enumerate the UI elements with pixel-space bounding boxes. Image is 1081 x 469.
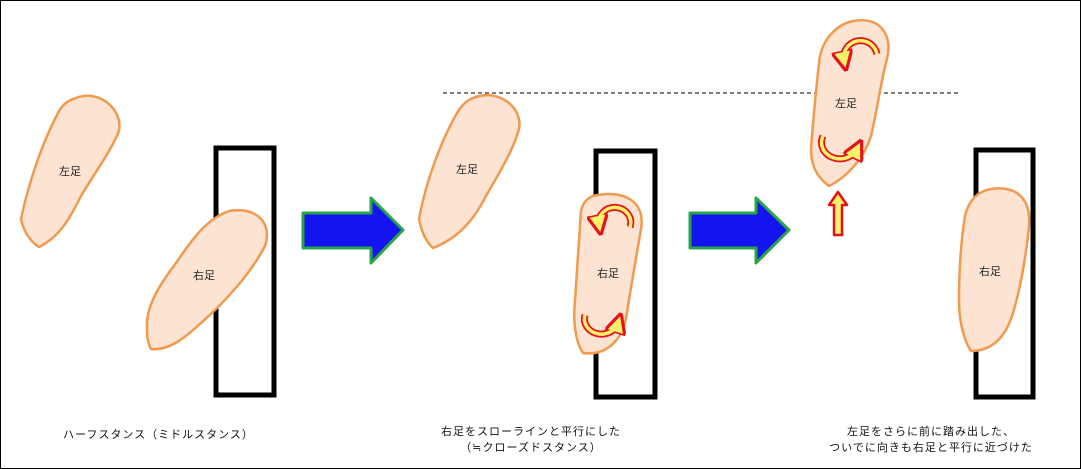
step-arrow-2-icon bbox=[688, 196, 791, 265]
caption-step1: ハーフスタンス（ミドルスタンス） bbox=[63, 427, 283, 443]
caption-step3-line1: 左足をさらに前に踏み出した、 bbox=[847, 425, 1015, 438]
right-foot-1-label: 右足 bbox=[193, 268, 215, 282]
caption-step1-text: ハーフスタンス（ミドルスタンス） bbox=[63, 428, 254, 441]
caption-step2-line2: （≒クローズドスタンス） bbox=[460, 441, 602, 454]
caption-step2: 右足をスローラインと平行にした （≒クローズドスタンス） bbox=[406, 424, 656, 456]
right-foot-1 bbox=[145, 208, 269, 351]
left-foot-2 bbox=[417, 94, 521, 250]
left-foot-1 bbox=[19, 94, 121, 249]
left-foot-3 bbox=[809, 18, 890, 188]
caption-step3-line2: ついでに向きも右足と平行に近づけた bbox=[829, 441, 1033, 454]
right-foot-2-label: 右足 bbox=[597, 266, 619, 280]
right-foot-3-label: 右足 bbox=[979, 264, 1001, 278]
step-arrow-1-icon bbox=[301, 196, 405, 265]
forward-arrow-icon bbox=[827, 190, 849, 237]
left-foot-1-label: 左足 bbox=[59, 165, 81, 178]
caption-step3: 左足をさらに前に踏み出した、 ついでに向きも右足と平行に近づけた bbox=[796, 424, 1066, 456]
left-foot-3-label: 左足 bbox=[835, 97, 857, 110]
right-foot-3 bbox=[957, 187, 1031, 353]
left-foot-2-label: 左足 bbox=[456, 163, 478, 176]
caption-step2-line1: 右足をスローラインと平行にした bbox=[441, 425, 621, 438]
